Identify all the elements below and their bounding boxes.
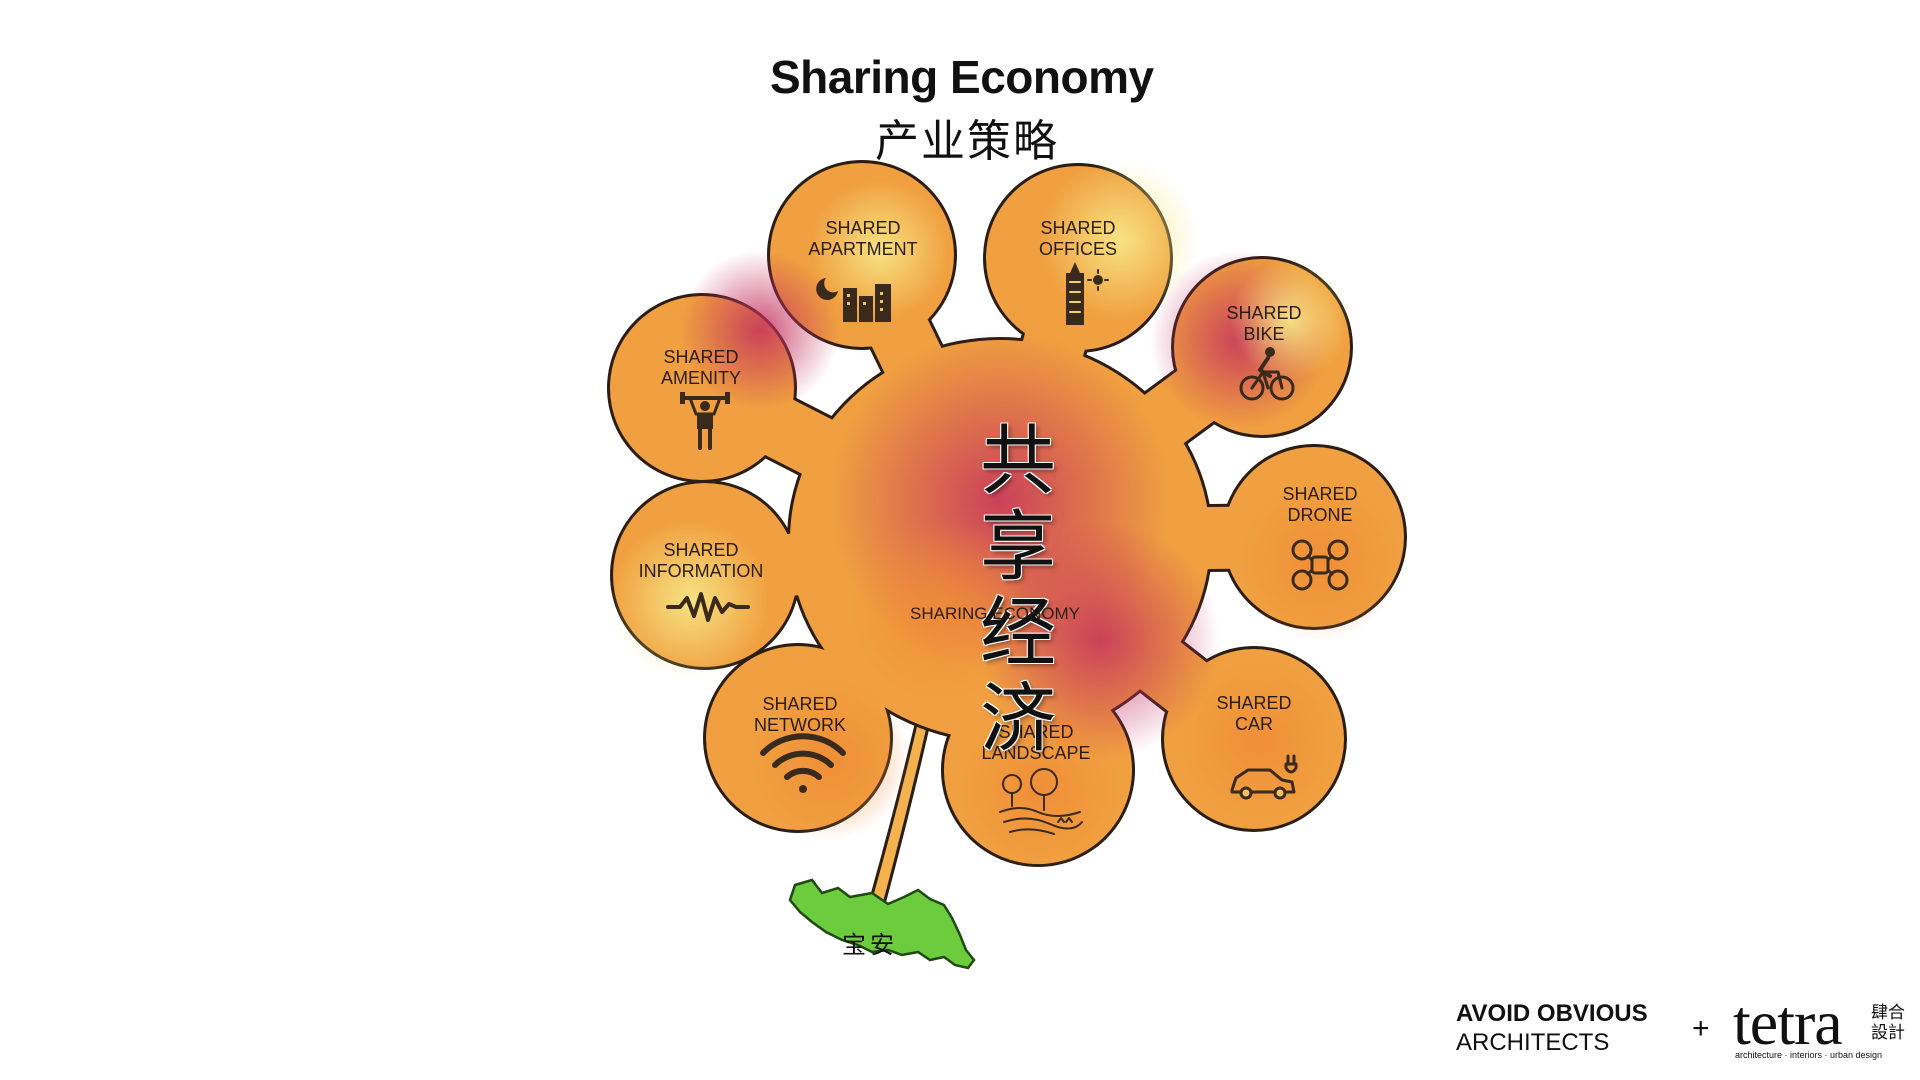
baoan-map: [788, 878, 976, 970]
center-title-line2: 经济: [980, 588, 1092, 763]
electric-car-icon: [1230, 754, 1298, 800]
tetra-logo: tetra: [1733, 987, 1843, 1058]
aoa-logo-line2: ARCHITECTS: [1456, 1029, 1610, 1056]
tetra-tagline: architecture · interiors · urban design: [1735, 1050, 1883, 1060]
cyclist-icon: [1239, 347, 1295, 401]
signal-wave-icon: [666, 592, 750, 622]
center-title-line1: 共享: [980, 416, 1092, 591]
map-label: 宝安: [842, 931, 898, 959]
trees-landscape-icon: [999, 768, 1083, 835]
logo-plus: +: [1692, 1012, 1710, 1045]
avoid-obvious-logo: AVOID OBVIOUS ARCHITECTS: [1456, 1000, 1648, 1058]
center-title-cn: 共享 经济: [890, 418, 1146, 762]
wifi-icon: [760, 733, 846, 793]
office-tower-sun-icon: [1066, 262, 1109, 325]
center-title-en: SHARING ECONOMY: [909, 604, 1081, 623]
flower-shape: [607, 160, 1407, 870]
apartment-buildings-moon-icon: [816, 278, 891, 322]
page-subtitle: 产业策略: [875, 116, 1059, 167]
weightlifter-icon: [680, 392, 730, 450]
page-title: Sharing Economy: [770, 51, 1154, 103]
tetra-logo-cn: 肆合設計: [1871, 1003, 1905, 1043]
aoa-logo-line1: AVOID OBVIOUS: [1456, 1000, 1648, 1027]
drone-icon: [1291, 539, 1349, 591]
